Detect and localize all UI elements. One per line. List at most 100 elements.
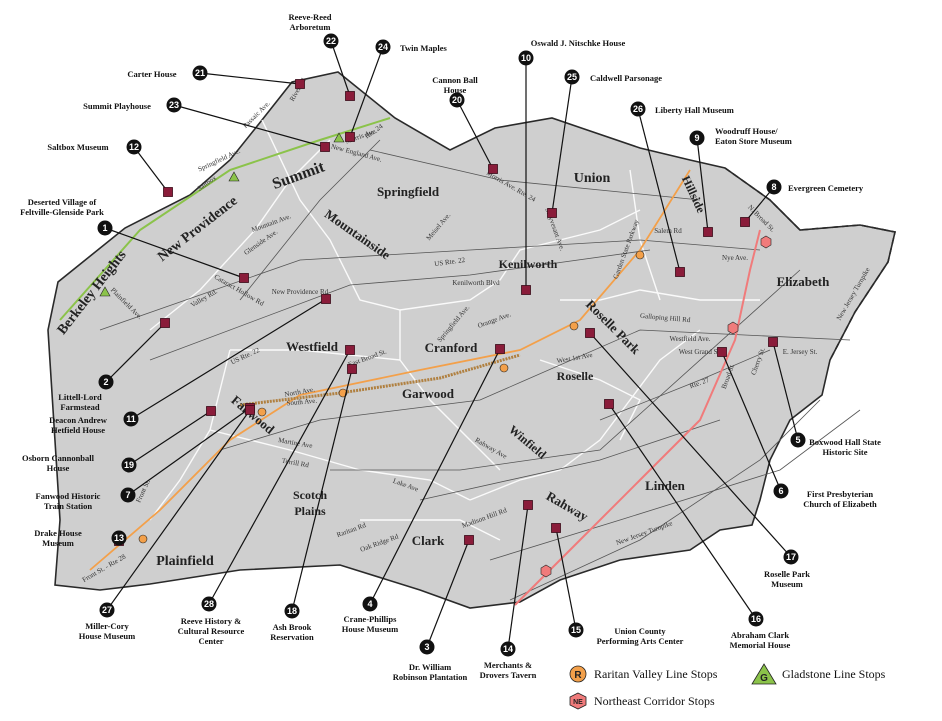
site-marker-27[interactable] [245, 405, 255, 415]
site-marker-15[interactable] [551, 523, 561, 533]
site-number-badge [98, 374, 114, 390]
legend-raritan-label: Raritan Valley Line Stops [594, 667, 718, 681]
site-marker-11[interactable] [321, 294, 331, 304]
site-label-1-line-2: Feltville-Glenside Park [20, 207, 104, 217]
site-number: 3 [424, 642, 429, 652]
site-label-13-line-1: Drake House [34, 528, 82, 538]
town-label-westfield: Westfield [286, 339, 339, 354]
site-number: 14 [503, 644, 513, 654]
site-marker-18[interactable] [347, 364, 357, 374]
site-number-badge [166, 97, 182, 113]
site-number: 9 [694, 133, 699, 143]
site-label-12-line-1: Saltbox Museum [47, 142, 108, 152]
site-marker-1[interactable] [239, 273, 249, 283]
site-number-badge [362, 596, 378, 612]
site-entry-25[interactable]: 25 Caldwell Parsonage [564, 69, 663, 85]
site-marker-22[interactable] [345, 91, 355, 101]
site-label-20-line-2: House [444, 85, 467, 95]
legend-gladstone-symbol: G [760, 673, 768, 684]
site-number: 8 [771, 182, 776, 192]
site-marker-16[interactable] [604, 399, 614, 409]
site-marker-28[interactable] [345, 345, 355, 355]
site-number-badge [284, 603, 300, 619]
site-marker-6[interactable] [717, 347, 727, 357]
site-marker-17[interactable] [585, 328, 595, 338]
site-marker-4[interactable] [495, 344, 505, 354]
site-marker-3[interactable] [464, 535, 474, 545]
site-number: 25 [567, 72, 577, 82]
legend-gladstone: G Gladstone Line Stops [751, 663, 886, 685]
site-label-10-line-1: Oswald J. Nitschke House [531, 38, 626, 48]
town-label-garwood: Garwood [402, 386, 455, 401]
site-label-19-line-1: Osborn Cannonball [22, 453, 95, 463]
town-label-kenilworth: Kenilworth [499, 257, 558, 271]
site-marker-24[interactable] [345, 132, 355, 142]
road-label-salem-rd-43: Salem Rd [654, 227, 682, 235]
site-marker-14[interactable] [523, 500, 533, 510]
site-marker-26[interactable] [675, 267, 685, 277]
site-label-2-line-1: Littell-Lord [58, 392, 102, 402]
site-number-badge [192, 65, 208, 81]
site-marker-9[interactable] [703, 227, 713, 237]
leader-line-3 [426, 539, 470, 648]
road-label-south-ave-31: South Ave. [286, 397, 317, 408]
site-number-badge [323, 33, 339, 49]
site-label-14-line-2: Drovers Tavern [480, 670, 537, 680]
site-label-11-line-2: Hetfield House [51, 425, 105, 435]
leader-line-25 [551, 76, 573, 214]
leader-line-11 [130, 298, 327, 420]
site-label-3-line-1: Dr. William [409, 662, 451, 672]
leader-line-23 [173, 104, 326, 148]
site-label-5-line-2: Historic Site [822, 447, 867, 457]
site-number: 22 [326, 36, 336, 46]
site-marker-12[interactable] [163, 187, 173, 197]
site-marker-2[interactable] [160, 318, 170, 328]
legend-raritan: R Raritan Valley Line Stops [569, 665, 718, 683]
site-marker-10[interactable] [521, 285, 531, 295]
site-marker-20[interactable] [488, 164, 498, 174]
gladstone-line [59, 117, 391, 321]
site-number-badge [783, 549, 799, 565]
site-marker-8[interactable] [740, 217, 750, 227]
legend-northeast: NE Northeast Corridor Stops [569, 692, 715, 710]
site-label-16-line-1: Abraham Clark [731, 630, 790, 640]
site-label-16-line-2: Memorial House [730, 640, 791, 650]
site-marker-5[interactable] [768, 337, 778, 347]
site-marker-21[interactable] [295, 79, 305, 89]
site-marker-25[interactable] [547, 208, 557, 218]
site-number-badge [766, 179, 782, 195]
site-label-22-line-1: Reeve-Reed [289, 12, 332, 22]
site-marker-23[interactable] [320, 142, 330, 152]
site-marker-19[interactable] [206, 406, 216, 416]
town-label-roselle: Roselle [557, 369, 594, 383]
site-label-21-line-1: Carter House [127, 69, 176, 79]
site-label-25-line-1: Caldwell Parsonage [590, 73, 662, 83]
